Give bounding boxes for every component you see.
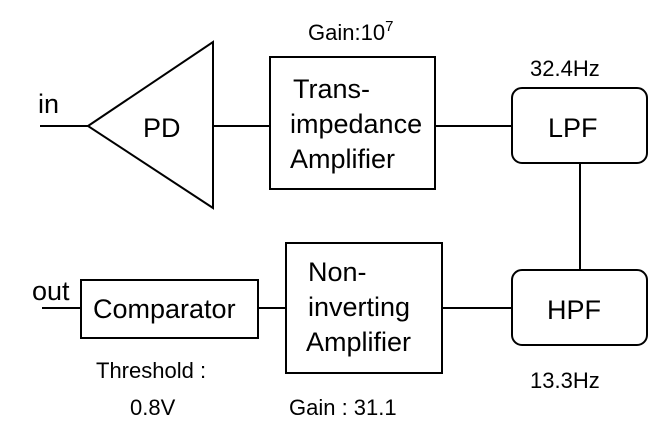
tia-line-2: impedance — [290, 109, 422, 139]
comparator-label: Comparator — [93, 294, 236, 324]
comparator-box — [80, 279, 259, 339]
pd-label: PD — [143, 113, 181, 143]
noninv-line-1: Non- — [308, 257, 367, 287]
threshold-label-line-2: 0.8V — [130, 395, 176, 420]
noninv-gain-label: Gain : 31.1 — [289, 395, 397, 420]
noninv-line-3: Amplifier — [306, 327, 411, 357]
lpf-label: LPF — [548, 113, 598, 143]
non-inverting-amplifier-box — [285, 242, 443, 374]
transimpedance-amplifier-box — [269, 56, 436, 190]
input-label: in — [38, 89, 59, 119]
lpf-frequency: 32.4Hz — [530, 56, 600, 81]
hpf-label: HPF — [547, 295, 601, 325]
tia-line-1: Trans- — [293, 74, 370, 104]
threshold-label-line-1: Threshold : — [96, 358, 206, 383]
hpf-frequency: 13.3Hz — [530, 368, 600, 393]
tia-gain-label: Gain:107 — [308, 18, 393, 45]
tia-gain-exponent: 7 — [385, 18, 393, 35]
output-label: out — [32, 276, 70, 306]
noninv-line-2: inverting — [308, 292, 410, 322]
tia-line-3: Amplifier — [290, 144, 395, 174]
